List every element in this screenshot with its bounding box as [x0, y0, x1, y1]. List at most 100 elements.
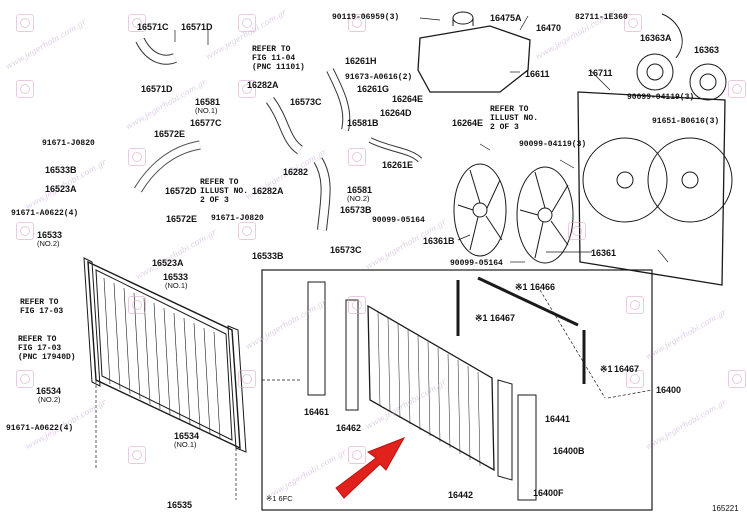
footnote-mark: ※1 — [515, 282, 528, 292]
part-label: 16523A — [45, 184, 77, 194]
part-label: 16264E — [392, 94, 424, 104]
watermark-icon — [568, 222, 586, 240]
watermark-icon — [626, 370, 644, 388]
watermark-icon — [16, 80, 34, 98]
part-label: 16461 — [304, 407, 330, 417]
watermark-icon — [626, 296, 644, 314]
watermark-icon — [238, 80, 256, 98]
part-label: 16581 — [347, 185, 373, 195]
part-label: 16573C — [330, 245, 362, 255]
part-label: 16572D — [165, 186, 197, 196]
part-label: 16442 — [448, 490, 474, 500]
part-label: 16523A — [152, 258, 184, 268]
part-label: 90099-05164 — [372, 216, 425, 225]
part-label: 91671-J0820 — [211, 214, 264, 223]
part-label: 16441 — [545, 414, 571, 424]
watermark-icon — [128, 14, 146, 32]
part-label: 16363 — [694, 45, 720, 55]
part-label: 16475A — [490, 13, 522, 23]
part-label: 16282A — [247, 80, 279, 90]
part-label: 16261G — [357, 84, 390, 94]
reference-note: REFER TO ILLUST NO. 2 OF 3 — [490, 105, 539, 132]
part-sublabel: (NO.1) — [195, 106, 218, 115]
radiator-core — [83, 257, 247, 453]
watermark-icon — [128, 296, 146, 314]
strip-16466 — [477, 276, 579, 327]
part-label: 91671-J0820 — [42, 139, 95, 148]
part-label: 16573C — [290, 97, 322, 107]
highlight-arrow — [335, 437, 406, 499]
part-label: 16711 — [588, 68, 613, 78]
part-label: 90119-06959(3) — [332, 13, 400, 22]
part-label: 16264E — [452, 118, 484, 128]
figure-number: 165221 — [712, 504, 739, 513]
part-label: 16361B — [423, 236, 455, 246]
part-label: 16470 — [536, 23, 562, 33]
seal-16441 — [497, 379, 513, 481]
part-label: 16577C — [190, 118, 222, 128]
watermark-icon — [624, 14, 642, 32]
part-label: 90099-04119(3) — [627, 93, 695, 102]
part-label: 16467 — [614, 364, 640, 374]
fan-shroud — [577, 91, 733, 286]
part-label: 16571D — [141, 84, 173, 94]
condenser-kit-box — [261, 269, 653, 511]
part-label: 16533 — [37, 230, 63, 240]
watermark-icon — [348, 296, 366, 314]
part-label: 16400B — [553, 446, 585, 456]
part-label: 16363A — [640, 33, 672, 43]
part-label: 16534 — [36, 386, 62, 396]
part-label: 16466 — [530, 282, 556, 292]
watermark-icon — [348, 148, 366, 166]
part-label: 90099-05164 — [450, 259, 503, 268]
part-sublabel: (NO.2) — [38, 395, 61, 404]
part-label: 16533 — [163, 272, 189, 282]
reference-note: REFER TO FIG 17-03 — [20, 298, 64, 316]
receiver-16400B — [517, 394, 537, 501]
part-label: 16261E — [382, 160, 414, 170]
watermark-icon — [238, 370, 256, 388]
part-label: 91673-A0616(2) — [345, 73, 413, 82]
part-label: 16400 — [656, 385, 682, 395]
watermark-icon — [238, 14, 256, 32]
reservoir-tank — [417, 11, 531, 93]
fan-motor-16363 — [689, 63, 727, 101]
part-label: 16571C — [137, 22, 169, 32]
watermark-icon — [728, 80, 746, 98]
part-label: 16400F — [533, 488, 564, 498]
part-label: 16571D — [181, 22, 213, 32]
part-label: 91671-A0622(4) — [6, 424, 74, 433]
fan-right — [516, 166, 574, 264]
part-label: 16573B — [340, 205, 372, 215]
reference-note: REFER TO ILLUST NO. 2 OF 3 — [200, 178, 249, 205]
watermark-icon — [348, 446, 366, 464]
part-label: 16264D — [380, 108, 412, 118]
footnote-mark: ※1 — [600, 364, 613, 374]
part-sublabel: (NO.2) — [347, 194, 370, 203]
watermark-icon — [16, 370, 34, 388]
part-label: 82711-1E360 — [575, 13, 628, 22]
watermark-icon — [238, 222, 256, 240]
part-sublabel: (NO.1) — [174, 440, 197, 449]
watermark-icon — [16, 222, 34, 240]
part-label: 16572E — [154, 129, 186, 139]
part-label: 16282A — [252, 186, 284, 196]
part-label: 16611 — [525, 69, 550, 79]
fan-left — [453, 163, 507, 257]
part-label: 16533B — [252, 251, 284, 261]
part-label: 16261H — [345, 56, 377, 66]
condenser-core — [367, 304, 495, 472]
fan-motor-16363A — [636, 53, 674, 91]
part-sublabel: (NO.1) — [165, 281, 188, 290]
reference-note: REFER TO FIG 17-03 (PNC 17940D) — [18, 335, 76, 362]
watermark-icon — [128, 446, 146, 464]
reference-note: REFER TO FIG 11-04 (PNC 11101) — [252, 45, 305, 72]
part-label: 16581B — [347, 118, 379, 128]
footnote-mark: ※1 — [475, 313, 488, 323]
part-label: 16462 — [336, 423, 362, 433]
watermark-icon — [348, 14, 366, 32]
part-sublabel: (NO.2) — [37, 239, 60, 248]
part-label: 16533B — [45, 165, 77, 175]
